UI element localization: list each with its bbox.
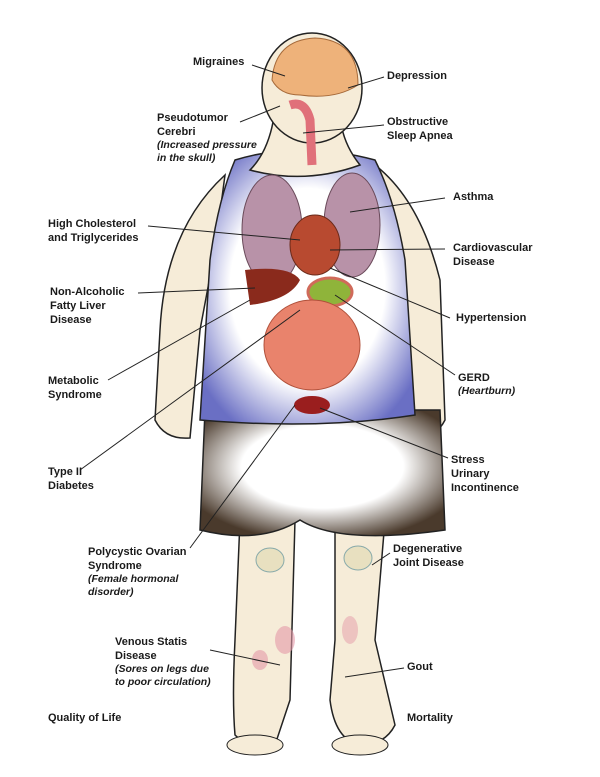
label-depression: Depression — [387, 70, 447, 82]
label-line: Joint Disease — [393, 557, 464, 569]
label-hypertension: Hypertension — [456, 312, 527, 324]
label-line: Venous Statis — [115, 636, 188, 648]
left-arm — [154, 173, 227, 439]
label-note: (Increased pressure — [157, 139, 257, 151]
label-line: Cardiovascular — [453, 242, 533, 254]
label-incontinence: Stress Urinary Incontinence — [451, 453, 519, 495]
heading-quality-of-life: Quality of Life — [48, 712, 122, 724]
label-line: Syndrome — [48, 389, 102, 401]
label-line: Pseudotumor — [157, 112, 228, 124]
leader-lines — [79, 64, 456, 678]
label-note: (Sores on legs due — [115, 663, 209, 675]
label-note: (Heartburn) — [458, 385, 516, 397]
label-migraines: Migraines — [193, 56, 245, 68]
label-line: Disease — [50, 314, 92, 326]
label-line: Non-Alcoholic — [50, 286, 125, 298]
label-line: Cerebri — [157, 126, 196, 138]
label-fatty-liver: Non-Alcoholic Fatty Liver Disease — [50, 285, 125, 327]
label-line: Syndrome — [88, 560, 142, 572]
label-line: Urinary — [451, 468, 490, 480]
label-gerd: GERD (Heartburn) — [458, 371, 515, 398]
airway — [288, 99, 317, 166]
label-line: Fatty Liver — [50, 300, 106, 312]
label-pcos: Polycystic Ovarian Syndrome (Female horm… — [88, 545, 186, 599]
heading-mortality: Mortality — [407, 712, 453, 724]
intestines — [263, 299, 361, 391]
shorts — [199, 409, 446, 537]
label-line: Disease — [115, 650, 157, 662]
label-line: and Triglycerides — [48, 232, 139, 244]
label-metabolic-syndrome: Metabolic Syndrome — [48, 374, 102, 402]
label-line: High Cholesterol — [48, 218, 137, 230]
label-asthma: Asthma — [453, 191, 494, 203]
label-line: Disease — [453, 256, 495, 268]
label-line: Stress — [451, 454, 485, 466]
label-line: GERD — [458, 372, 490, 384]
label-type2-diabetes: Type II Diabetes — [48, 465, 94, 493]
label-pseudotumor-cerebri: Pseudotumor Cerebri (Increased pressure … — [157, 111, 257, 165]
label-note: disorder) — [88, 586, 134, 598]
label-venous-stasis: Venous Statis Disease (Sores on legs due… — [115, 635, 211, 689]
label-line: Degenerative — [393, 543, 463, 555]
label-line: Metabolic — [48, 375, 99, 387]
label-note: to poor circulation) — [115, 676, 211, 688]
label-line: Polycystic Ovarian — [88, 546, 187, 558]
liver — [245, 268, 300, 305]
label-line: Diabetes — [48, 480, 94, 492]
label-cardiovascular: Cardiovascular Disease — [453, 241, 532, 269]
label-line: Obstructive — [387, 116, 449, 128]
label-line: Incontinence — [451, 482, 519, 494]
label-line: Sleep Apnea — [387, 130, 453, 142]
heart — [289, 214, 341, 276]
bladder — [294, 396, 330, 414]
label-gout: Gout — [407, 661, 433, 673]
label-note: in the skull) — [157, 152, 216, 164]
label-joint-disease: Degenerative Joint Disease — [393, 542, 464, 570]
label-line: Type II — [48, 466, 83, 478]
label-cholesterol: High Cholesterol and Triglycerides — [48, 217, 138, 245]
label-sleep-apnea: Obstructive Sleep Apnea — [387, 115, 453, 143]
label-note: (Female hormonal — [88, 573, 179, 585]
